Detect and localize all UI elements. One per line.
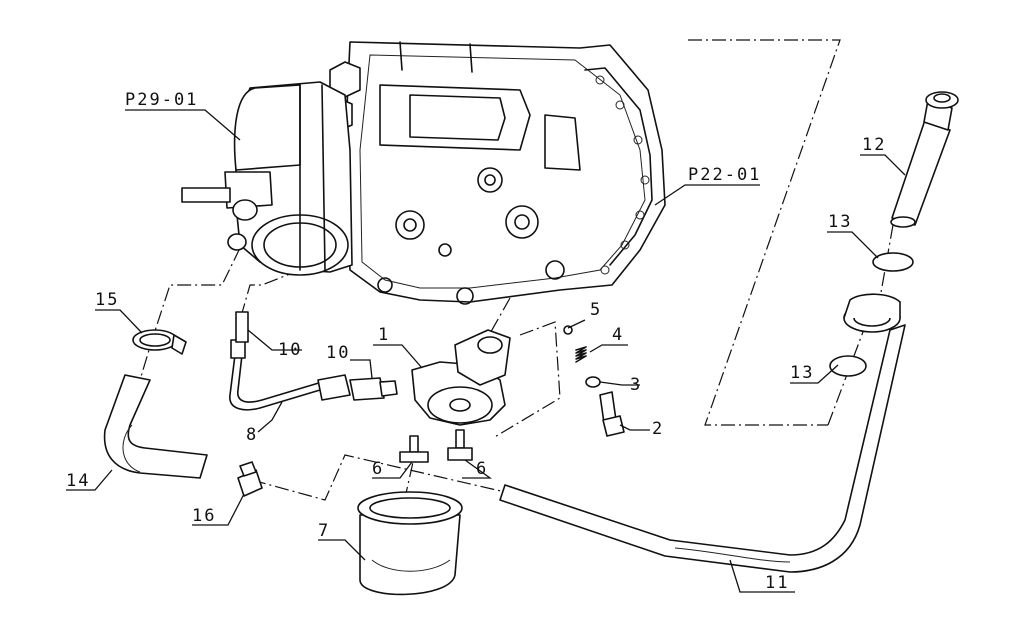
- label-10-right: 10: [326, 343, 350, 363]
- hose-14: [103, 374, 208, 479]
- label-13-upper: 13: [828, 212, 852, 232]
- o-ring-13-lower: [829, 355, 867, 377]
- o-ring-13-upper: [872, 252, 914, 272]
- washer-3: [585, 376, 601, 388]
- label-1: 1: [378, 325, 390, 345]
- rear-housing: [181, 81, 353, 276]
- pipe-8: [229, 311, 351, 411]
- label-12: 12: [862, 135, 886, 155]
- label-2: 2: [652, 419, 664, 439]
- assembly-line-valve: [492, 321, 561, 439]
- assembly-line-frame: [688, 39, 841, 426]
- label-4: 4: [612, 325, 624, 345]
- part-labels: P29-01 P22-01 12 13 13 1 5 4 3 2 15 10 1…: [66, 90, 886, 593]
- fitting-16: [237, 461, 263, 497]
- transmission-housing: [321, 41, 666, 305]
- assembly-line-pipe: [251, 454, 506, 501]
- pipe-11: [499, 293, 906, 573]
- clamp-15: [132, 329, 187, 355]
- label-3: 3: [630, 375, 642, 395]
- bolt-6-right: [447, 429, 473, 461]
- label-p29-01: P29-01: [125, 90, 198, 110]
- label-11: 11: [765, 573, 789, 593]
- ball-5: [563, 325, 573, 335]
- assembly-line-14: [139, 247, 241, 381]
- label-15: 15: [95, 290, 119, 310]
- label-6-left: 6: [372, 459, 384, 479]
- assembly-line-10: [239, 269, 301, 321]
- spring-4: [575, 346, 587, 363]
- label-8: 8: [246, 425, 258, 445]
- label-5: 5: [590, 300, 602, 320]
- label-10-left: 10: [278, 340, 302, 360]
- bolt-6-left: [399, 435, 429, 463]
- leader-lines: [66, 109, 906, 593]
- filter-head: [411, 329, 511, 426]
- oil-filter: [357, 491, 463, 596]
- label-p22-01: P22-01: [688, 165, 761, 185]
- label-7: 7: [318, 521, 330, 541]
- fitting-10-right: [349, 377, 398, 401]
- label-13-lower: 13: [790, 363, 814, 383]
- label-16: 16: [192, 506, 216, 526]
- label-6-right: 6: [476, 459, 488, 479]
- dipstick-tube-12: [890, 91, 959, 228]
- label-14: 14: [66, 471, 90, 491]
- plug-2: [599, 391, 625, 437]
